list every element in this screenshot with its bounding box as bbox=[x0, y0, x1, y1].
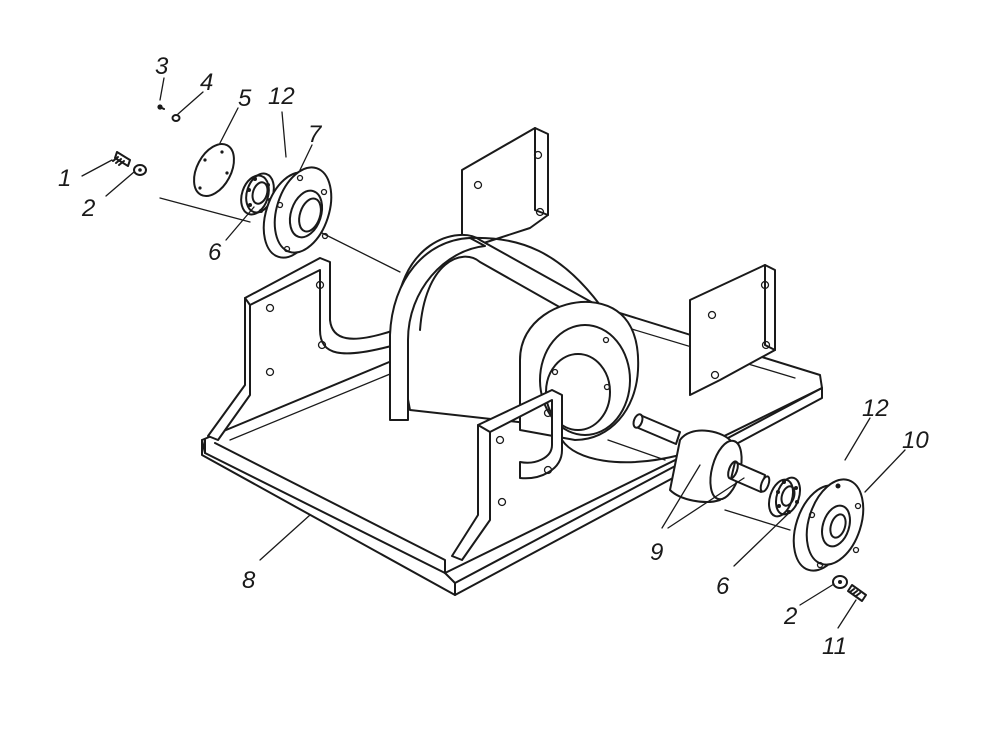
front-left-side-plate bbox=[207, 257, 396, 441]
callout-1: 1 bbox=[58, 165, 71, 192]
bolt-hole bbox=[602, 336, 610, 344]
bolt-hole bbox=[760, 280, 770, 290]
callout-7: 7 bbox=[308, 121, 323, 148]
back-right-side-plate bbox=[461, 127, 776, 396]
bolt-hole bbox=[497, 497, 507, 507]
callout-2: 2 bbox=[783, 603, 797, 630]
bolt-hole bbox=[533, 150, 543, 160]
callout-11: 11 bbox=[822, 633, 847, 660]
callout-3: 3 bbox=[155, 53, 169, 80]
callout-9: 9 bbox=[650, 539, 663, 566]
bolt-hole bbox=[315, 280, 325, 290]
callout-8: 8 bbox=[242, 567, 256, 594]
bolt-hole bbox=[495, 435, 505, 445]
bolt-hole bbox=[603, 383, 611, 391]
callout-12: 12 bbox=[268, 83, 295, 110]
bolt-hole bbox=[707, 310, 717, 320]
bolt-hole bbox=[265, 367, 275, 377]
callout-4: 4 bbox=[200, 69, 213, 96]
bolt-and-washer-left bbox=[112, 151, 147, 176]
bolt-and-washer-right bbox=[832, 575, 867, 602]
screw-and-washer-top bbox=[157, 104, 181, 122]
callout-6: 6 bbox=[208, 239, 222, 266]
assembly-axis-lines bbox=[159, 197, 791, 531]
bolt-hole bbox=[265, 303, 275, 313]
bolt-hole bbox=[543, 465, 553, 475]
bolt-hole bbox=[473, 180, 483, 190]
bolt-hole bbox=[710, 370, 720, 380]
callout-5: 5 bbox=[238, 85, 252, 112]
bearing-flange-right bbox=[792, 478, 865, 572]
bearing-right bbox=[768, 476, 801, 518]
bolt-hole bbox=[535, 207, 545, 217]
cover-plate bbox=[193, 143, 235, 197]
bolt-hole bbox=[551, 368, 559, 376]
callout-10: 10 bbox=[902, 427, 929, 454]
bolt-hole bbox=[543, 408, 553, 418]
exciter-drum bbox=[389, 233, 640, 441]
callout-12: 12 bbox=[862, 395, 889, 422]
bolt-hole bbox=[761, 340, 771, 350]
leader-lines bbox=[81, 77, 906, 629]
bearing-flange-left bbox=[262, 166, 333, 259]
callout-labels: 1 2 3 4 5 12 7 6 8 9 6 12 10 2 11 bbox=[58, 53, 929, 660]
callout-6: 6 bbox=[716, 573, 730, 600]
bolt-hole bbox=[317, 340, 327, 350]
callout-2: 2 bbox=[81, 195, 95, 222]
